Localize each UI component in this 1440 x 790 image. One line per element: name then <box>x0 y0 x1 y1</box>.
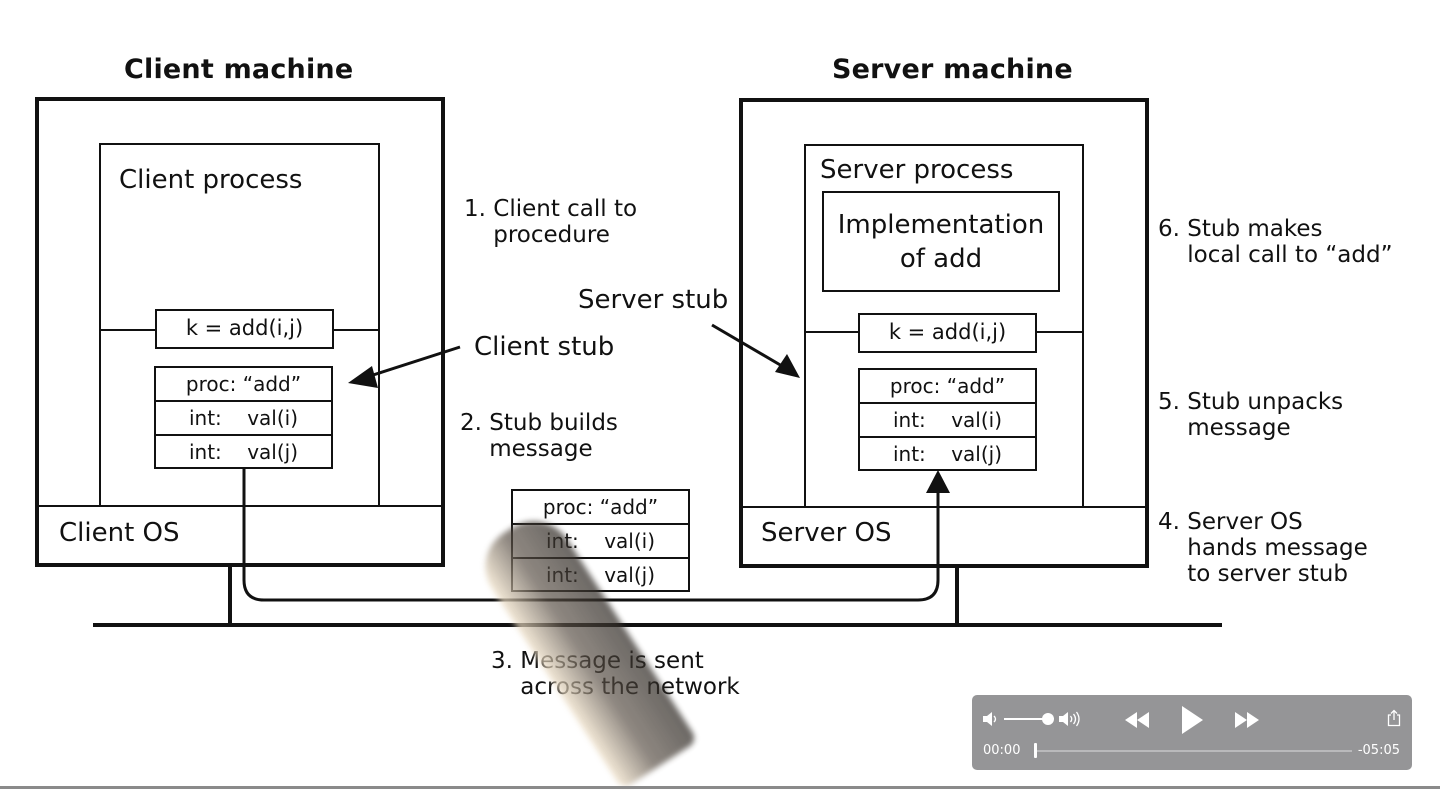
client-os-divider <box>37 505 443 507</box>
client-process-label: Client process <box>119 165 303 195</box>
client-stub-label: Client stub <box>474 332 615 362</box>
implementation-line-2: of add <box>899 244 983 274</box>
server-stub-pointer <box>711 323 783 368</box>
client-os-label: Client OS <box>59 518 180 548</box>
client-stub-pointer <box>369 345 461 378</box>
server-machine-box <box>739 98 1149 568</box>
share-icon[interactable] <box>1387 709 1401 727</box>
rewind-icon[interactable] <box>1124 711 1150 729</box>
volume-slider-track[interactable] <box>1004 718 1048 720</box>
volume-slider-knob[interactable] <box>1042 713 1054 725</box>
client-call: k = add(i,j) <box>155 309 334 349</box>
progress-track[interactable] <box>1035 750 1352 752</box>
video-controls: 00:00 -05:05 <box>972 695 1412 770</box>
implementation-box: Implementation of add <box>822 191 1060 292</box>
server-stub-label: Server stub <box>578 285 729 315</box>
client-stub-arrowhead <box>348 366 378 388</box>
client-machine-box <box>35 97 445 567</box>
server-process-box <box>804 144 1084 508</box>
client-process-box <box>99 143 380 507</box>
message-row: int: val(i) <box>156 400 331 434</box>
message-row: int: val(i) <box>860 402 1035 436</box>
client-machine-title: Client machine <box>124 54 354 85</box>
step-1: 1. Client call to procedure <box>464 196 638 248</box>
client-stub-message: proc: “add” int: val(i) int: val(j) <box>154 366 333 469</box>
message-row: int: val(j) <box>860 436 1035 470</box>
server-process-label: Server process <box>820 155 1014 185</box>
fast-forward-icon[interactable] <box>1234 711 1260 729</box>
step-5: 5. Stub unpacks message <box>1158 389 1344 441</box>
implementation-line-1: Implementation <box>837 210 1045 240</box>
progress-playhead[interactable] <box>1034 743 1037 758</box>
current-time: 00:00 <box>983 743 1021 758</box>
volume-low-icon[interactable] <box>982 711 1000 727</box>
remaining-time: -05:05 <box>1357 743 1400 758</box>
message-row: proc: “add” <box>185 372 302 396</box>
message-row: proc: “add” <box>889 374 1006 398</box>
step-4: 4. Server OS hands message to server stu… <box>1158 509 1368 587</box>
server-call: k = add(i,j) <box>858 313 1037 353</box>
server-os-divider <box>741 506 1147 508</box>
server-stub-message: proc: “add” int: val(i) int: val(j) <box>858 368 1037 471</box>
step-6: 6. Stub makes local call to “add” <box>1158 216 1393 268</box>
window-bottom-edge <box>0 786 1440 789</box>
play-icon[interactable] <box>1180 705 1204 735</box>
message-path-arrowhead <box>926 470 950 493</box>
message-row: int: val(j) <box>156 434 331 468</box>
message-row: proc: “add” <box>542 495 659 519</box>
server-stub-arrowhead <box>775 354 800 378</box>
step-2: 2. Stub builds message <box>460 410 618 462</box>
volume-high-icon[interactable] <box>1058 711 1082 727</box>
server-os-label: Server OS <box>761 518 892 548</box>
server-machine-title: Server machine <box>832 54 1073 85</box>
